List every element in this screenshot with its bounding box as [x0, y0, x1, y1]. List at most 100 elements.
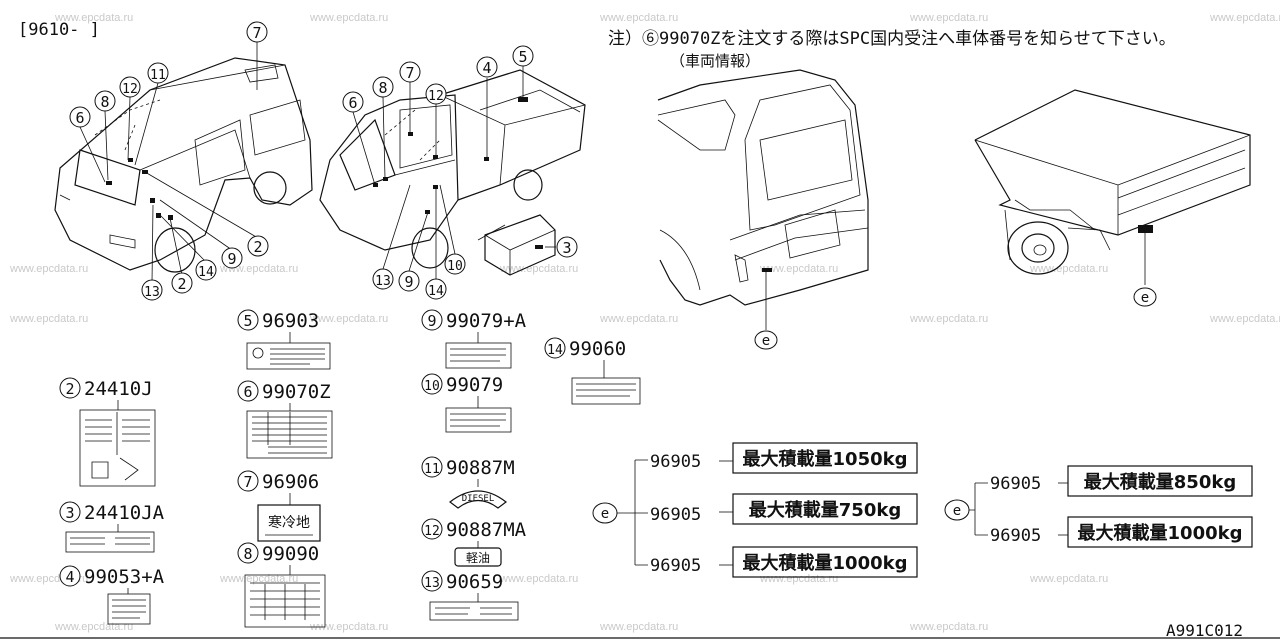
svg-text:13: 13: [424, 576, 440, 591]
callout: 8: [94, 90, 116, 112]
part-99060[interactable]: 14 99060: [544, 337, 641, 405]
callout: 14: [425, 278, 447, 300]
svg-text:99079+A: 99079+A: [446, 310, 527, 332]
part-24410j[interactable]: 2 24410J: [59, 377, 156, 487]
watermark: www.epcdata.ru: [9, 263, 88, 275]
svg-text:3: 3: [65, 504, 74, 522]
svg-text:96905: 96905: [990, 526, 1041, 546]
svg-text:4: 4: [482, 59, 491, 77]
callout: e: [754, 330, 778, 350]
load-capacity-group-2: e 96905 最大積載量850kg 96905 最大積載量1000kg: [944, 465, 1253, 548]
svg-text:DIESEL: DIESEL: [462, 494, 495, 504]
svg-text:9: 9: [227, 250, 236, 268]
note-line-2: （車両情報）: [670, 52, 760, 70]
watermark: www.epcdata.ru: [309, 12, 388, 24]
part-24410ja[interactable]: 3 24410JA: [59, 501, 165, 553]
part-90887ma[interactable]: 12 90887MA 軽油: [421, 518, 527, 567]
load-label-row[interactable]: 96905 最大積載量750kg: [650, 493, 918, 525]
svg-text:6: 6: [243, 383, 252, 401]
svg-text:9: 9: [427, 312, 436, 330]
svg-text:5: 5: [243, 312, 252, 330]
svg-text:4: 4: [65, 568, 74, 586]
svg-text:最大積載量850kg: 最大積載量850kg: [1084, 471, 1236, 493]
part-99070z[interactable]: 6 99070Z: [237, 380, 333, 459]
part-99090[interactable]: 8 99090: [237, 542, 326, 628]
callout: 7: [399, 61, 421, 83]
svg-text:8: 8: [100, 93, 109, 111]
watermarks: www.epcdata.ru www.epcdata.ru www.epcdat…: [9, 12, 1280, 633]
watermark: www.epcdata.ru: [219, 573, 298, 585]
part-99079a[interactable]: 9 99079+A: [421, 309, 527, 369]
svg-text:2: 2: [177, 275, 186, 293]
load-label-row[interactable]: 96905 最大積載量1000kg: [990, 516, 1253, 548]
svg-text:13: 13: [375, 274, 391, 289]
load-label-row[interactable]: 96905 最大積載量850kg: [990, 465, 1253, 497]
watermark: www.epcdata.ru: [499, 573, 578, 585]
svg-text:96906: 96906: [262, 471, 319, 493]
svg-text:99053+A: 99053+A: [84, 566, 165, 588]
callout: 13: [372, 268, 394, 290]
svg-text:14: 14: [198, 265, 214, 280]
svg-text:10: 10: [424, 379, 440, 394]
watermark: www.epcdata.ru: [1209, 12, 1280, 24]
svg-text:96905: 96905: [990, 474, 1041, 494]
svg-text:8: 8: [378, 79, 387, 97]
svg-text:10: 10: [447, 259, 463, 274]
watermark: www.epcdata.ru: [1209, 313, 1280, 325]
diagram-code: A991C012: [1166, 621, 1243, 640]
svg-text:99079: 99079: [446, 374, 503, 396]
svg-text:96905: 96905: [650, 556, 701, 576]
svg-text:e: e: [1141, 290, 1149, 306]
load-capacity-group-1: e 96905 最大積載量1050kg 96905 最大積載量750kg 969…: [592, 442, 918, 578]
svg-text:96905: 96905: [650, 505, 701, 525]
watermark: www.epcdata.ru: [909, 12, 988, 24]
svg-text:9: 9: [404, 273, 413, 291]
watermark: www.epcdata.ru: [1029, 573, 1108, 585]
watermark: www.epcdata.ru: [909, 313, 988, 325]
load-label-row[interactable]: 96905 最大積載量1000kg: [650, 546, 918, 578]
svg-text:8: 8: [243, 545, 252, 563]
callout: 6: [342, 91, 364, 113]
svg-text:96905: 96905: [650, 452, 701, 472]
part-90887m[interactable]: 11 90887M DIESEL: [421, 456, 515, 509]
group-marker: e: [953, 503, 961, 519]
watermark: www.epcdata.ru: [309, 313, 388, 325]
svg-text:99090: 99090: [262, 543, 319, 565]
callout: 14: [195, 259, 217, 281]
part-90659[interactable]: 13 90659: [421, 570, 519, 621]
svg-text:最大積載量1000kg: 最大積載量1000kg: [743, 552, 908, 574]
svg-text:6: 6: [348, 94, 357, 112]
svg-text:7: 7: [405, 64, 414, 82]
svg-text:2: 2: [65, 380, 74, 398]
svg-text:5: 5: [518, 48, 527, 66]
svg-text:14: 14: [428, 284, 444, 299]
callout: 2: [171, 272, 193, 294]
rear-truck-illustration: [974, 89, 1251, 285]
svg-text:6: 6: [75, 109, 84, 127]
svg-text:13: 13: [144, 285, 160, 300]
callout: e: [1133, 287, 1157, 307]
svg-text:12: 12: [122, 82, 138, 97]
callout: 8: [372, 76, 394, 98]
svg-text:3: 3: [562, 239, 571, 257]
part-96906[interactable]: 7 96906 寒冷地: [237, 470, 321, 542]
truck-illustration: [319, 66, 586, 279]
callout: 12: [119, 76, 141, 98]
load-label-row[interactable]: 96905 最大積載量1050kg: [650, 442, 918, 474]
svg-text:寒冷地: 寒冷地: [268, 514, 310, 531]
callout: 10: [444, 253, 466, 275]
svg-text:最大積載量1050kg: 最大積載量1050kg: [743, 448, 908, 470]
part-96903[interactable]: 5 96903: [237, 309, 331, 370]
date-range: [9610- ]: [18, 20, 100, 40]
note-line-1: 注）⑥99070Zを注文する際はSPC国内受注へ車体番号を知らせて下さい。: [608, 29, 1176, 49]
svg-text:12: 12: [424, 524, 440, 539]
svg-text:24410J: 24410J: [84, 378, 153, 400]
group-marker: e: [601, 506, 609, 522]
callout: 3: [556, 236, 578, 258]
callout: 6: [69, 106, 91, 128]
part-99053a[interactable]: 4 99053+A: [59, 565, 165, 625]
callout: 9: [221, 247, 243, 269]
watermark: www.epcdata.ru: [309, 621, 388, 633]
part-99079[interactable]: 10 99079: [421, 373, 512, 433]
